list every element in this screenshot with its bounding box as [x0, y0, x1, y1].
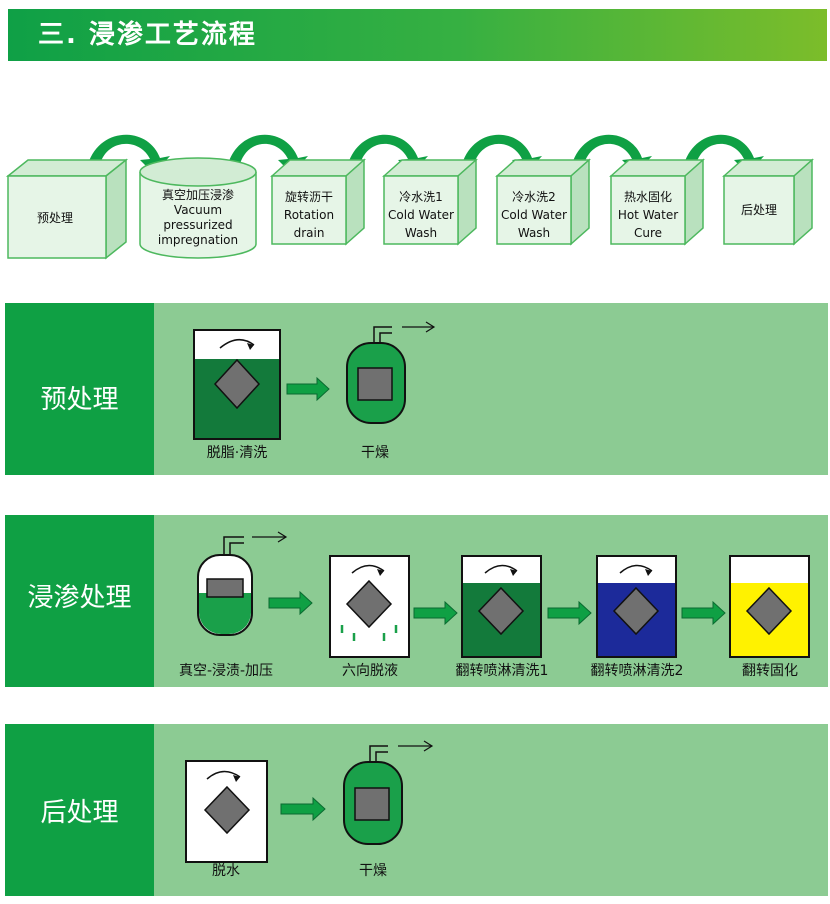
flow-step-6-line-3: Cure: [634, 226, 662, 240]
dryer-vessel: [346, 321, 436, 424]
degrease-tank: [193, 329, 281, 440]
flow-step-2-line-4: impregnation: [158, 233, 238, 247]
post-treatment-illustration: [185, 740, 434, 863]
part-diamond: [477, 586, 525, 636]
step-label: 真空-浸渍-加压: [178, 663, 274, 679]
dewater-box: [185, 760, 268, 863]
flow-step-4-line-1: 冷水洗1: [399, 190, 443, 204]
dryer-vessel: [343, 740, 434, 845]
six-way-drain-box: [329, 555, 410, 658]
impregnation-illustration: [197, 531, 810, 658]
flow-step-pretreatment: [5, 158, 129, 260]
panel-title: 预处理: [40, 385, 119, 415]
step-label: 翻转喷淋清洗2: [590, 663, 684, 679]
flow-step-4-line-3: Wash: [405, 226, 437, 240]
process-arrow: [268, 590, 313, 616]
step-label: 脱水: [212, 863, 240, 879]
flow-step-impregnation: [139, 157, 257, 259]
process-flow-diagram: 预处理 真空加压浸渗 Vacuum pressurized impregnati…: [5, 134, 814, 260]
panel-title: 后处理: [40, 798, 119, 828]
flow-step-2-line-1: 真空加压浸渗: [162, 187, 234, 202]
flow-step-post-treatment: [722, 158, 814, 246]
step-label: 翻转固化: [742, 663, 798, 679]
wash-tank-1: [461, 555, 542, 658]
part-diamond: [213, 358, 261, 410]
step-label: 翻转喷淋清洗1: [455, 663, 549, 679]
flow-step-rotation-drain: [270, 158, 366, 246]
flow-step-2-line-3: pressurized: [163, 218, 232, 232]
flow-step-cold-wash-1: [382, 158, 478, 246]
flow-step-5-line-3: Wash: [518, 226, 550, 240]
flow-step-5-line-2: Cold Water: [501, 208, 567, 222]
flow-step-6-line-2: Hot Water: [618, 208, 678, 222]
section-header: 三. 浸渗工艺流程: [8, 9, 827, 61]
part-diamond: [612, 586, 660, 636]
part-diamond: [345, 579, 393, 629]
process-arrow: [547, 600, 592, 626]
part-diamond: [745, 586, 793, 636]
section-title: 三. 浸渗工艺流程: [38, 20, 257, 50]
cure-tank: [729, 555, 810, 658]
flow-step-6-line-1: 热水固化: [624, 190, 672, 204]
flow-step-2-line-2: Vacuum: [174, 203, 222, 217]
step-label: 干燥: [359, 863, 387, 879]
wash-tank-2: [596, 555, 677, 658]
process-arrow: [413, 600, 458, 626]
flow-step-cold-wash-2: [495, 158, 591, 246]
flow-step-7-line-1: 后处理: [741, 203, 777, 217]
step-label: 干燥: [361, 445, 389, 461]
flow-step-3-line-3: drain: [294, 226, 325, 240]
pretreatment-illustration: [193, 321, 436, 440]
process-arrow: [280, 796, 326, 822]
process-arrow: [286, 376, 330, 402]
vacuum-vessel: [197, 531, 288, 636]
flow-step-3-line-2: Rotation: [284, 208, 334, 222]
process-arrow: [681, 600, 726, 626]
panel-title: 浸渗处理: [27, 583, 132, 613]
flow-step-hot-water-cure: [609, 158, 705, 246]
step-label: 脱脂·清洗: [206, 445, 268, 461]
flow-step-3-line-1: 旋转沥干: [285, 189, 333, 204]
flow-step-1-line-1: 预处理: [37, 211, 73, 225]
flow-step-4-line-2: Cold Water: [388, 208, 454, 222]
part-diamond: [203, 785, 251, 835]
flow-step-5-line-1: 冷水洗2: [512, 190, 556, 204]
step-label: 六向脱液: [342, 663, 398, 679]
